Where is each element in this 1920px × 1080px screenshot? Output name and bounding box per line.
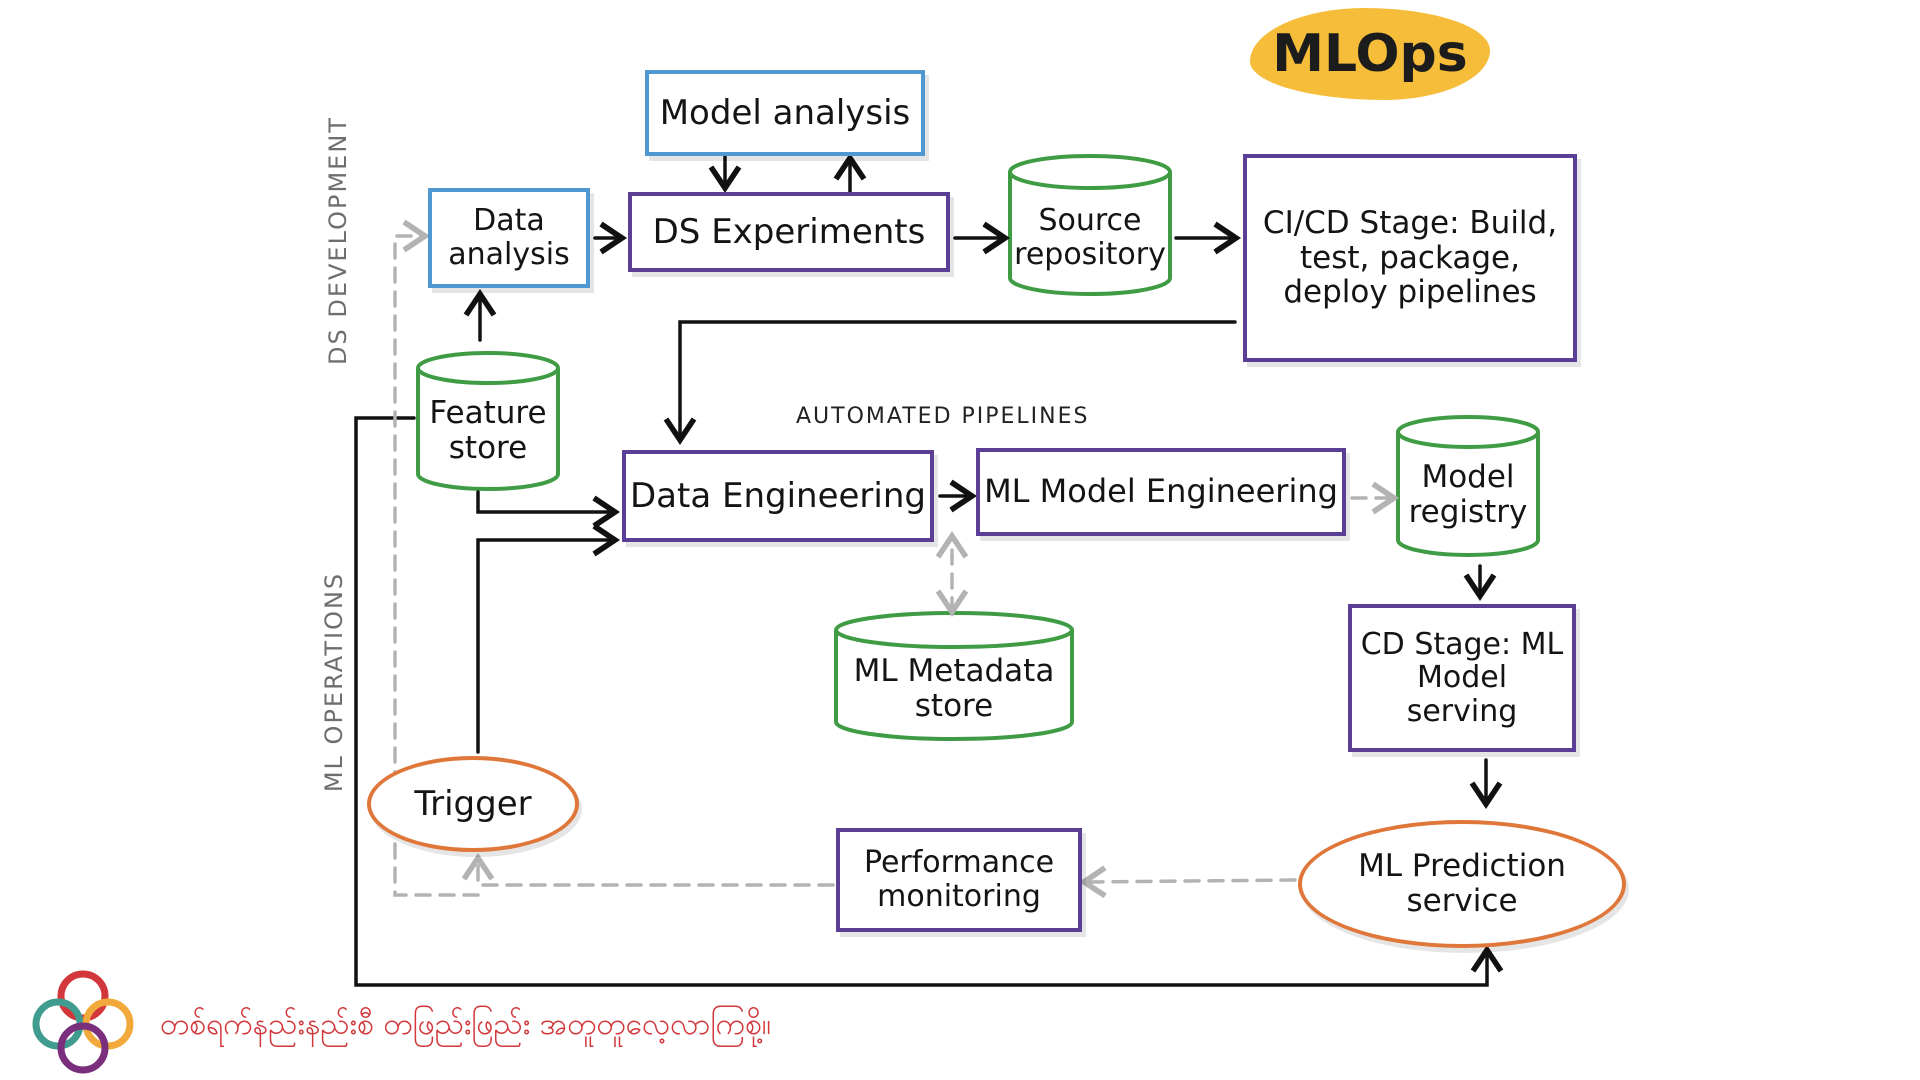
mlops-title-banner: MLOps — [1250, 8, 1490, 100]
data-engineering-box: Data Engineering — [622, 450, 934, 542]
cd-stage-box: CD Stage: ML Model serving — [1348, 604, 1576, 752]
data-analysis-label: Data analysis — [448, 203, 570, 272]
model-analysis-box: Model analysis — [645, 70, 925, 156]
arrow-cicd-to-data-engineering — [663, 320, 1237, 446]
performance-monitoring-box: Performance monitoring — [836, 828, 1082, 932]
arrow-trigger-to-data-engineering — [476, 523, 621, 754]
model-registry-text: Model registry — [1400, 446, 1536, 544]
ml-metadata-store-cylinder — [834, 611, 1074, 741]
feature-store-cylinder — [416, 351, 560, 491]
arrow-performance-monitoring-to-data-analysis — [393, 219, 480, 897]
model-registry-label: Model registry — [1408, 459, 1528, 530]
model-analysis-label: Model analysis — [659, 92, 911, 133]
cicd-stage-box: CI/CD Stage: Build, test, package, deplo… — [1243, 154, 1577, 362]
ds-experiments-label: DS Experiments — [652, 211, 926, 252]
diagram-title: MLOps — [1272, 24, 1468, 84]
ml-model-engineering-label: ML Model Engineering — [984, 472, 1338, 511]
automated-pipelines-label: AUTOMATED PIPELINES — [796, 404, 1090, 429]
model-registry-cylinder — [1396, 415, 1540, 557]
footer-text: တစ်ရက်နည်းနည်းစီ တဖြည်းဖြည်း အတူတူလေ့လာက… — [160, 1007, 771, 1042]
ml-model-engineering-box: ML Model Engineering — [976, 448, 1346, 536]
cicd-stage-label: CI/CD Stage: Build, test, package, deplo… — [1262, 204, 1558, 311]
ml-metadata-store-text: ML Metadata store — [840, 646, 1068, 732]
ml-operations-label: ML OPERATIONS — [320, 571, 348, 793]
trigger-ellipse: Trigger — [367, 756, 579, 852]
arrow-feature-store-to-ml-prediction-service — [354, 416, 1504, 987]
cd-stage-label: CD Stage: ML Model serving — [1360, 626, 1564, 729]
source-repository-cylinder — [1008, 154, 1172, 296]
performance-monitoring-label: Performance monitoring — [863, 845, 1055, 914]
arrow-feature-store-to-data-engineering — [476, 490, 621, 529]
interlocked-rings-logo — [32, 970, 134, 1074]
ds-experiments-box: DS Experiments — [628, 192, 950, 272]
arrow-performance-monitoring-to-trigger — [461, 852, 835, 887]
arrow-ml-prediction-service-to-performance-monitoring — [1078, 865, 1297, 899]
source-repository-text: Source repository — [1012, 186, 1168, 290]
feature-store-label: Feature store — [429, 395, 547, 466]
ds-development-label: DS DEVELOPMENT — [324, 116, 352, 365]
trigger-label: Trigger — [414, 783, 532, 824]
data-engineering-label: Data Engineering — [630, 475, 926, 516]
ml-metadata-store-label: ML Metadata store — [853, 653, 1055, 724]
feature-store-text: Feature store — [420, 384, 556, 478]
source-repository-label: Source repository — [1014, 203, 1166, 272]
ml-prediction-service-ellipse: ML Prediction service — [1298, 820, 1626, 948]
data-analysis-box: Data analysis — [428, 188, 590, 288]
ml-prediction-service-label: ML Prediction service — [1358, 848, 1566, 919]
